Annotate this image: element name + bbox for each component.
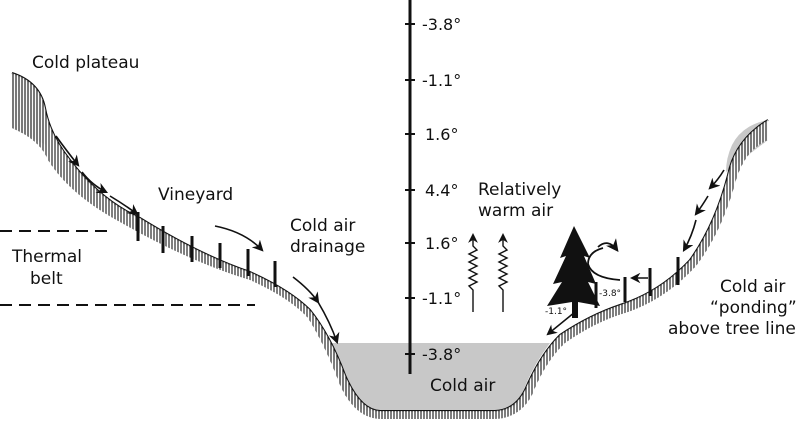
tick-label: -1.1° bbox=[422, 71, 461, 90]
pine-tree-icon bbox=[547, 226, 600, 318]
label-ponding-3: above tree line bbox=[668, 319, 796, 339]
tree-downslope-arrow bbox=[546, 311, 576, 336]
tick-label: -3.8° bbox=[422, 345, 461, 364]
label-ponding-1: Cold air bbox=[720, 277, 785, 297]
temperature-ticks bbox=[405, 23, 415, 355]
vineyard-posts-left bbox=[136, 212, 277, 287]
label-tree-temp: -1.1° bbox=[545, 307, 567, 317]
label-cold-air-drainage-2: drainage bbox=[290, 237, 365, 257]
tick-label: -1.1° bbox=[422, 289, 461, 308]
cold-air-flow-arrows-left bbox=[55, 135, 340, 345]
tick-label: -3.8° bbox=[422, 15, 461, 34]
label-relatively-warm-2: warm air bbox=[478, 201, 553, 221]
tick-label: 1.6° bbox=[425, 125, 458, 144]
label-ponding-temp: -3.8° bbox=[599, 289, 621, 299]
cold-air-flow-arrows-right bbox=[682, 169, 725, 252]
warm-air-rising-arrows bbox=[467, 233, 509, 312]
label-vineyard: Vineyard bbox=[158, 185, 233, 205]
curling-air-arrow bbox=[587, 247, 621, 281]
label-ponding-2: “ponding” bbox=[710, 298, 797, 318]
label-cold-air-drainage-1: Cold air bbox=[290, 216, 355, 236]
label-cold-plateau: Cold plateau bbox=[32, 53, 139, 73]
tick-label: 1.6° bbox=[425, 234, 458, 253]
terrain-hatching bbox=[12, 73, 768, 419]
label-cold-air-pool: Cold air bbox=[430, 376, 495, 396]
label-thermal-belt-1: Thermal bbox=[11, 247, 82, 267]
label-thermal-belt-2: belt bbox=[30, 269, 63, 289]
label-relatively-warm-1: Relatively bbox=[478, 180, 561, 200]
vineyard-posts-right bbox=[594, 257, 680, 308]
cold-air-pool bbox=[330, 343, 550, 411]
tick-label: 4.4° bbox=[425, 181, 458, 200]
